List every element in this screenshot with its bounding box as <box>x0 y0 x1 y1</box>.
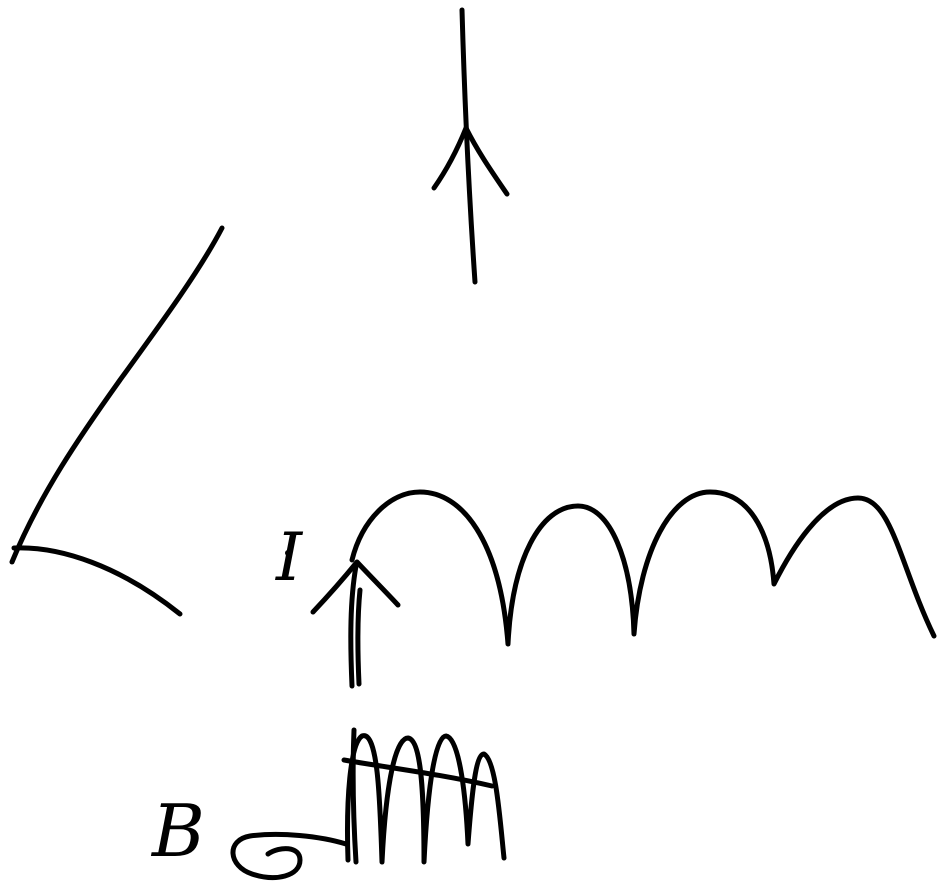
angle-wedge <box>9 225 225 617</box>
current-arrow <box>310 559 401 689</box>
wedge-slanted-line <box>9 225 225 565</box>
current-label: I <box>275 519 304 596</box>
current-label-text: I <box>275 519 304 596</box>
small-coil-inner-strokes <box>350 727 359 865</box>
current-arrow-head <box>310 559 401 615</box>
current-arrow-shaft <box>348 563 359 689</box>
wedge-curved-line <box>11 545 183 617</box>
current-label-dot <box>285 550 291 556</box>
small-coil-crossbar <box>341 757 495 789</box>
small-coil <box>341 727 507 865</box>
small-coil-loops <box>345 733 507 865</box>
field-label-text: B <box>150 789 205 873</box>
lead-wire-loop <box>230 831 349 880</box>
large-coil <box>349 489 937 647</box>
current-arrow-shaft-2 <box>355 587 363 687</box>
arrow-head <box>431 125 510 197</box>
upward-arrow-top <box>431 7 510 285</box>
